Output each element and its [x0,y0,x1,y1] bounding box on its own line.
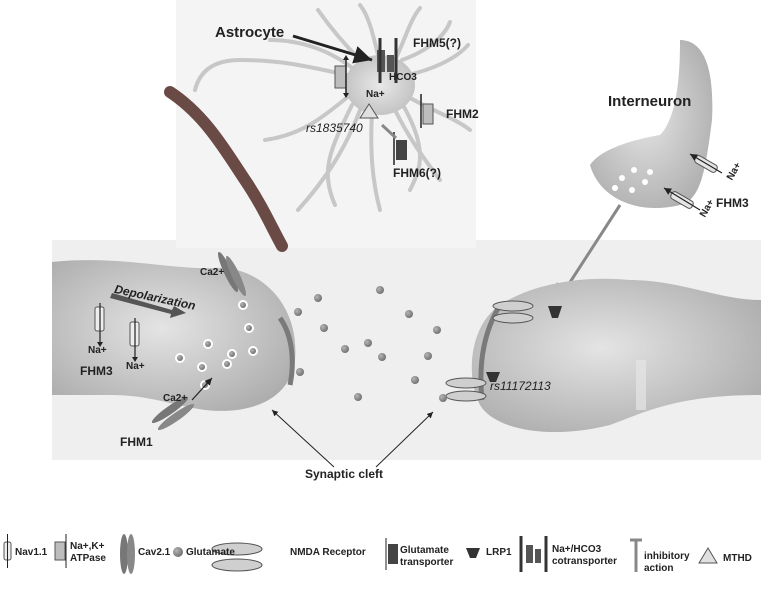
inhibitory-astro [380,123,398,140]
depolarization-arrow [110,293,186,318]
legend-nav-icon [3,534,12,568]
presynaptic-cav-bottom [151,396,195,431]
fhm5-label: FHM5(?) [413,36,461,50]
nmda-receptor-top [492,300,534,324]
na-astro-label: Na+ [366,89,385,100]
presynaptic-nav-1 [94,303,105,347]
ca-influx-arrow [191,377,213,401]
astro-cotransporter [377,38,398,83]
legend-mthd-icon [698,547,718,564]
legend-transporter-icon [385,538,398,570]
legend-lrp1-label: LRP1 [486,547,512,558]
cleft-arrow-left [271,409,335,468]
glutamate-dots [294,286,447,402]
legend-inhib-label-2: action [644,563,674,574]
legend-cav-label: Cav2.1 [138,547,171,558]
legend-glutamate-label: Glutamate [186,547,235,558]
legend-cotrans-label-1: Na+/HCO3 [552,544,602,555]
legend-nmda-label: NMDA Receptor [290,547,366,558]
ca-top-label: Ca2+ [200,267,225,278]
legend-atpase-icon [54,534,67,568]
presynaptic-membrane [277,316,295,386]
lrp1-top [548,306,562,318]
interneuron-terminal [590,40,713,209]
postsynaptic-neuron [471,278,761,433]
legend-glutamate-icon [173,547,183,557]
legend-nav-label: Nav1.1 [15,547,48,558]
presynaptic-terminal [52,260,296,411]
astro-atpase-right [420,94,434,128]
astrocyte-arrow [292,34,373,64]
astrocyte-processes [193,3,472,212]
cleft-arrow-right [375,411,434,468]
interneuron-channel-2 [663,187,701,211]
hco3-label: HCO3 [389,72,417,83]
rs11172113-label: rs11172113 [490,379,551,393]
interneuron-channel-1 [689,153,723,174]
legend-lrp1-icon [466,548,480,558]
legend-atpase-label-2: ATPase [70,553,106,564]
legend-cav-icon [120,534,135,574]
rs1835740-label: rs1835740 [306,121,363,135]
na-pre-1-label: Na+ [88,345,107,356]
legend-mthd-label: MTHD [723,553,752,564]
astrocyte-label: Astrocyte [215,24,285,41]
interneuron-label: Interneuron [608,93,692,110]
fhm3-pre-label: FHM3 [80,364,113,378]
legend-nmda-icon [211,542,263,572]
fhm6-label: FHM6(?) [393,166,441,180]
legend-cotransporter-icon [519,536,548,572]
legend-transporter-label-1: Glutamate [400,545,449,556]
inhibitory-line [563,204,622,291]
postsynaptic-highlight [636,360,646,410]
ca-bottom-label: Ca2+ [163,393,188,404]
mthd-triangle [359,103,379,119]
fhm2-label: FHM2 [446,107,479,121]
interneuron-vesicles [612,167,653,193]
lrp1-bottom [486,372,500,382]
synaptic-cleft-label: Synaptic cleft [305,467,384,481]
astro-atpase-left [334,55,349,98]
postsynaptic-membrane [478,303,503,401]
blood-vessel [164,86,288,252]
presynaptic-cav-top [218,251,246,297]
fhm3-inter-label: FHM3 [716,196,749,210]
presynaptic-nav-2 [129,318,140,362]
legend-inhib-label-1: inhibitory [644,551,690,562]
legend-inhibitory-icon [630,538,642,572]
legend-atpase-label-1: Na+,K+ [70,541,105,552]
fhm1-label: FHM1 [120,435,153,449]
presynaptic-vesicles [175,300,258,390]
legend-cotrans-label-2: cotransporter [552,556,618,567]
na-pre-2-label: Na+ [126,361,145,372]
legend-transporter-label-2: transporter [400,557,454,568]
